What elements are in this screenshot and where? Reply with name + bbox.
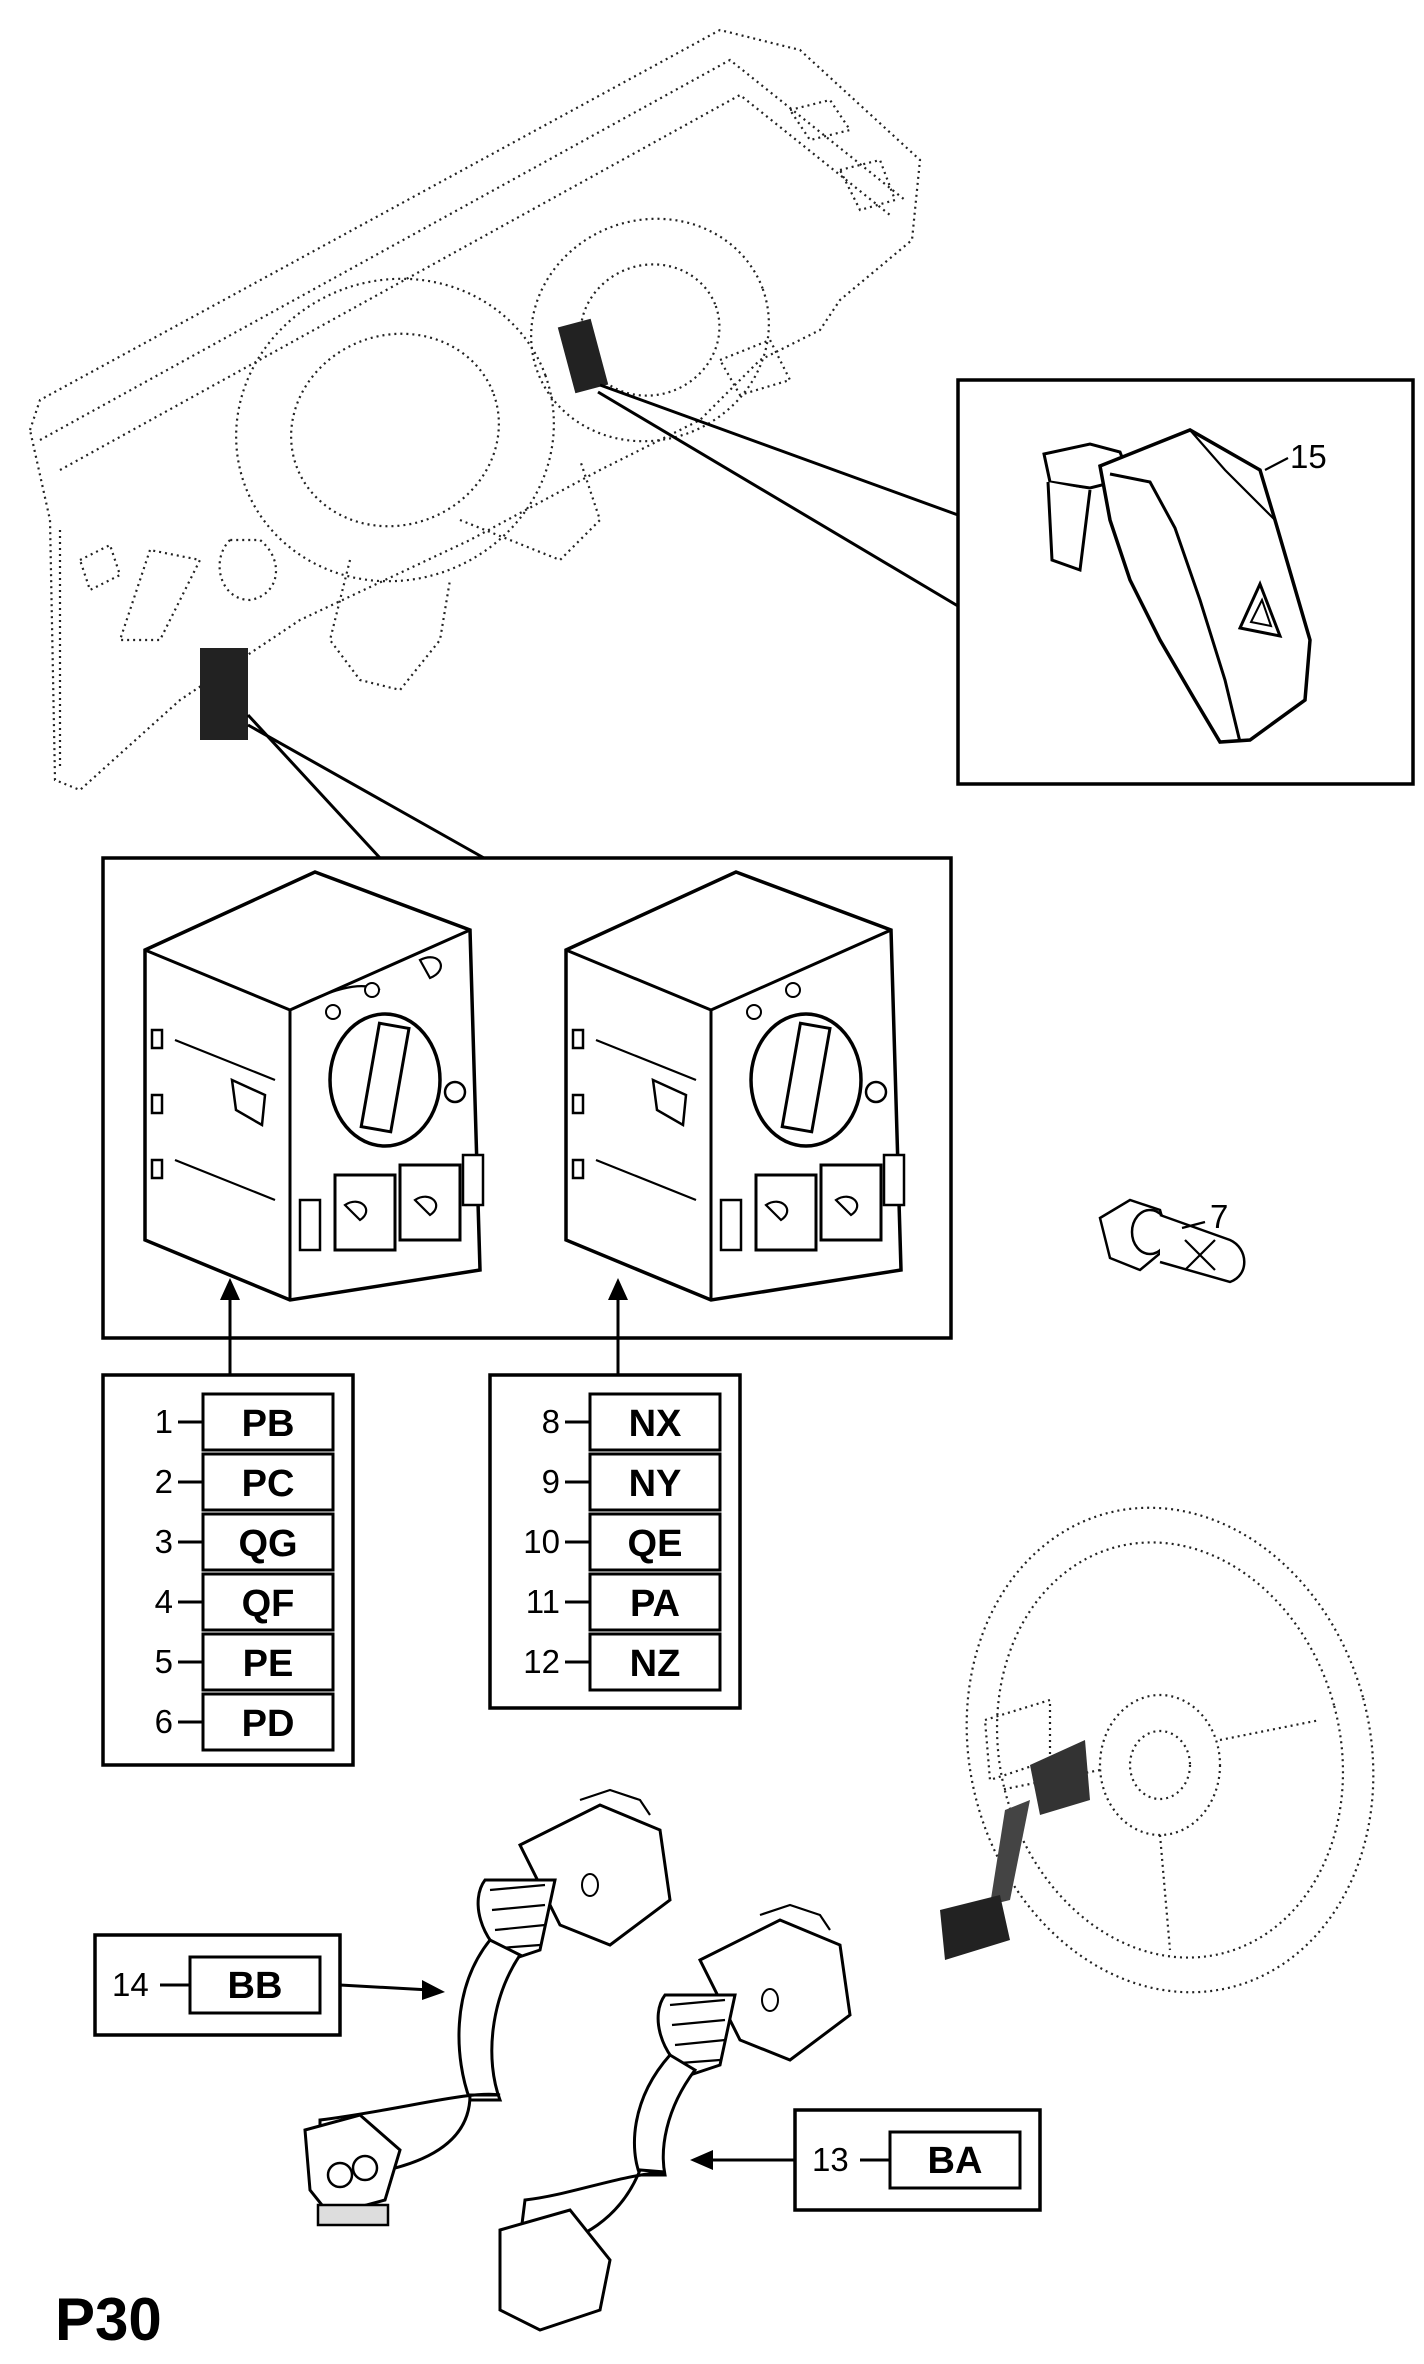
wiper-stalk-left xyxy=(303,1788,672,2227)
light-switch-right xyxy=(564,870,906,1302)
left-table-row-code: PB xyxy=(242,1403,295,1445)
left-table-row-box xyxy=(201,1632,335,1692)
right-table-row-num: 11 xyxy=(526,1583,560,1620)
right-table-row-code: PA xyxy=(630,1583,680,1625)
stalk-left-num: 14 xyxy=(112,1966,149,2003)
right-table-row-num: 12 xyxy=(523,1643,560,1680)
right-table-row-box xyxy=(588,1632,722,1692)
stalk-end-dark xyxy=(940,1895,1010,1960)
left-table-row-box xyxy=(201,1512,335,1572)
page-code: P30 xyxy=(55,2286,162,2353)
right-table-row-num: 9 xyxy=(542,1463,560,1500)
stalk-code-left: 14 BB xyxy=(93,1933,445,2037)
left-table-row-box xyxy=(201,1392,335,1452)
right-table-row-box xyxy=(588,1452,722,1512)
left-table-row-code: PE xyxy=(243,1643,294,1685)
right-table-row-box xyxy=(588,1572,722,1632)
wiper-stalk-right xyxy=(498,1903,852,2332)
stalk-right-num: 13 xyxy=(812,2141,849,2178)
left-table-row-num: 4 xyxy=(155,1583,173,1620)
right-table-row-code: QE xyxy=(628,1523,683,1565)
right-table-row-box xyxy=(588,1392,722,1452)
left-table-row-code: QF xyxy=(242,1583,295,1625)
headlamp-icon xyxy=(418,956,442,980)
left-table-row-num: 1 xyxy=(155,1403,173,1440)
right-table-row-code: NZ xyxy=(630,1643,681,1685)
leader-lines xyxy=(246,383,969,860)
left-table-row-num: 3 xyxy=(155,1523,173,1560)
callout-15: 15 xyxy=(1290,438,1327,475)
hazard-switch-detail: 15 xyxy=(956,378,1415,786)
left-table-row-code: QG xyxy=(238,1523,297,1565)
left-table-row-box xyxy=(201,1692,335,1752)
light-switch-left xyxy=(143,870,485,1302)
stalk-left-code: BB xyxy=(228,1965,283,2007)
left-table-row-num: 5 xyxy=(155,1643,173,1680)
fog-lamp-icon xyxy=(343,1200,368,1222)
hazard-switch-location xyxy=(557,318,609,394)
bulb-part: 7 xyxy=(1098,1198,1246,1284)
left-table-row-num: 6 xyxy=(155,1703,173,1740)
stalk-right-code: BA xyxy=(928,2140,983,2182)
right-table-row-num: 10 xyxy=(523,1523,560,1560)
left-table-row-code: PD xyxy=(242,1703,295,1745)
right-table-row-code: NX xyxy=(629,1403,682,1445)
light-switch-location xyxy=(200,648,248,740)
left-table-row-code: PC xyxy=(242,1463,295,1505)
warning-triangle-icon xyxy=(1237,580,1283,639)
left-table-row-box xyxy=(201,1452,335,1512)
callout-7: 7 xyxy=(1210,1198,1228,1235)
right-table-row-box xyxy=(588,1512,722,1572)
left-table-row-box xyxy=(201,1572,335,1632)
left-table-row-num: 2 xyxy=(155,1463,173,1500)
steering-wheel-illustration xyxy=(940,1506,1375,1994)
code-table-right: 8 NX 9 NY 10 QE 11 PA 12 NZ xyxy=(488,1373,742,1710)
stalk-code-right: 13 BA xyxy=(690,2108,1042,2212)
dashboard-illustration xyxy=(28,28,922,792)
code-table-left: 1 PB 2 PC 3 QG 4 QF 5 PE 6 PD xyxy=(101,1373,355,1767)
rear-fog-button xyxy=(398,1163,462,1242)
right-table-row-num: 8 xyxy=(542,1403,560,1440)
right-table-row-code: NY xyxy=(629,1463,682,1505)
light-switch-detail xyxy=(101,856,953,1375)
